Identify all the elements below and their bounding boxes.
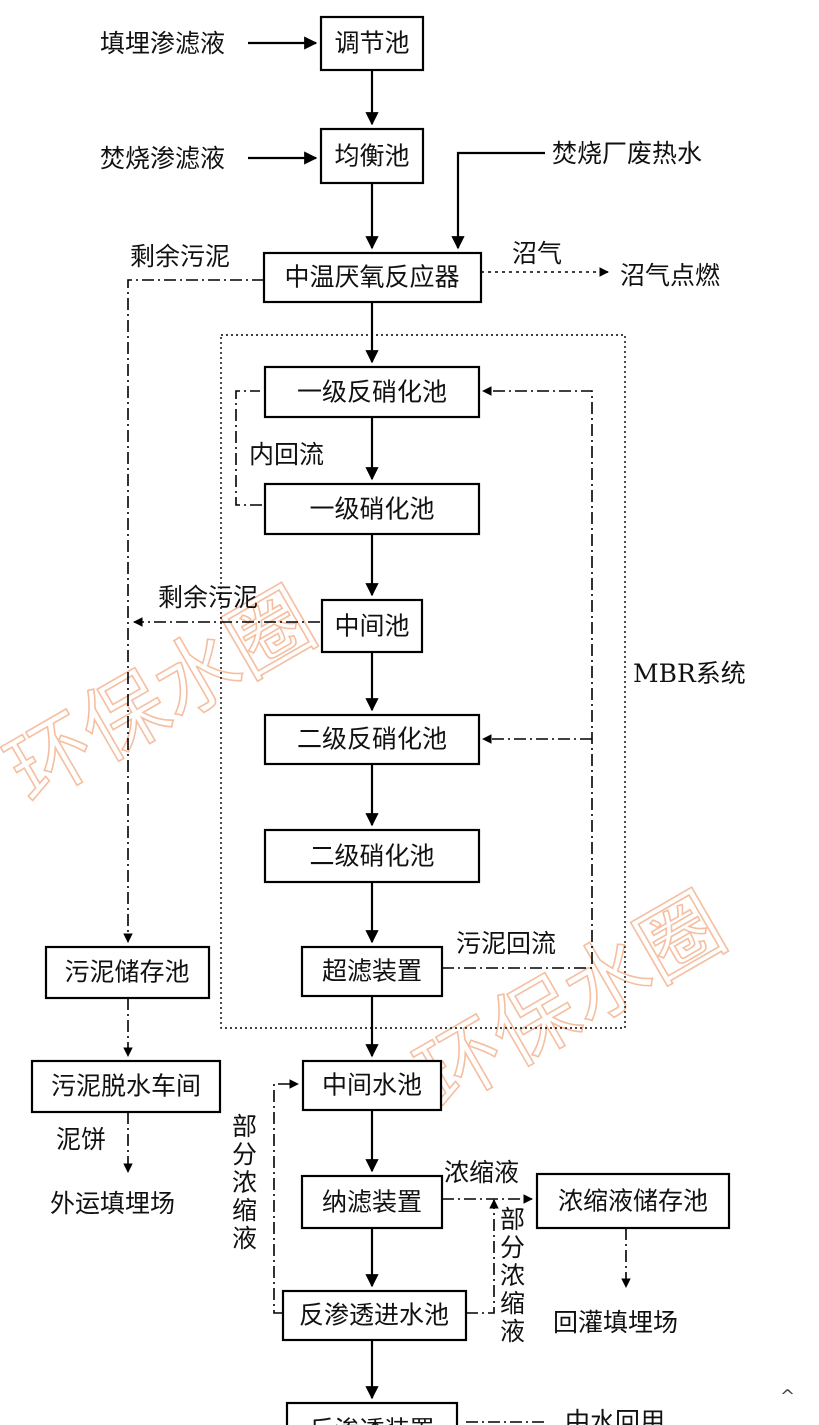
label-waste-heat-water: 焚烧厂废热水 xyxy=(552,139,702,168)
label-biogas-combustion: 沼气点燃 xyxy=(620,261,720,290)
label-biogas: 沼气 xyxy=(512,239,562,268)
label-internal-reflux: 内回流 xyxy=(249,440,324,469)
dashed-flow-lines xyxy=(123,279,631,1423)
label-sludge-reflux: 污泥回流 xyxy=(456,929,556,958)
intermediate-tank-label: 中间池 xyxy=(334,612,409,641)
nanofiltration-unit: 纳滤装置 xyxy=(300,1174,444,1230)
label-partial-concentrate-left: 部分浓缩液 xyxy=(232,1112,257,1253)
label-reclaimed-water: 中水回用 xyxy=(565,1407,665,1425)
denitrification-tank-1: 一级反硝化池 xyxy=(263,365,481,419)
concentrate-storage-tank-label: 浓缩液储存池 xyxy=(558,1187,708,1216)
anaerobic-reactor: 中温厌氧反应器 xyxy=(262,251,483,304)
watermark-text-2: 环保水圈 xyxy=(401,874,741,1127)
denitrification-tank-2: 二级反硝化池 xyxy=(263,713,481,766)
label-recharge-landfill: 回灌填埋场 xyxy=(553,1308,678,1337)
sludge-dewatering-workshop: 污泥脱水车间 xyxy=(30,1059,222,1114)
label-landfill-leachate: 填埋渗滤液 xyxy=(100,29,225,58)
concentrate-storage-tank: 浓缩液储存池 xyxy=(535,1172,731,1230)
ultrafiltration-unit-label: 超滤装置 xyxy=(322,957,422,986)
intermediate-water-tank-label: 中间水池 xyxy=(322,1071,422,1100)
ro-inlet-tank-label: 反渗透进水池 xyxy=(299,1301,449,1330)
vertical-label-char: 液 xyxy=(232,1224,257,1253)
ro-unit: 反渗透装置 xyxy=(285,1401,459,1425)
sludge-dewatering-workshop-label: 污泥脱水车间 xyxy=(51,1072,201,1101)
label-incineration-leachate: 焚烧渗滤液 xyxy=(100,144,225,173)
vertical-label-char: 缩 xyxy=(232,1196,257,1225)
mbr-system-boundary xyxy=(220,334,626,1029)
denitrification-tank-2-label: 二级反硝化池 xyxy=(297,725,447,754)
intermediate-water-tank: 中间水池 xyxy=(301,1059,443,1112)
label-excess-sludge-2: 剩余污泥 xyxy=(158,583,258,612)
nitrification-tank-2-label: 二级硝化池 xyxy=(309,842,434,871)
label-partial-concentrate-right: 部分浓缩液 xyxy=(500,1205,525,1346)
main-flow-lines xyxy=(248,36,545,1400)
sludge-storage-tank: 污泥储存池 xyxy=(44,945,211,1000)
tank-tiaojie: 调节池 xyxy=(319,15,425,72)
label-landfill-transport: 外运填埋场 xyxy=(50,1189,175,1218)
nitrification-tank-1: 一级硝化池 xyxy=(263,482,481,536)
label-excess-sludge-1: 剩余污泥 xyxy=(130,242,230,271)
denitrification-tank-1-label: 一级反硝化池 xyxy=(297,378,447,407)
label-mbr-system: MBR系统 xyxy=(633,659,746,688)
vertical-label-char: 分 xyxy=(500,1233,525,1262)
scroll-caret-icon[interactable]: ^ xyxy=(780,1386,795,1407)
vertical-label-char: 部 xyxy=(232,1112,257,1141)
vertical-label-char: 浓 xyxy=(500,1261,525,1290)
intermediate-tank: 中间池 xyxy=(320,598,424,654)
sludge-storage-tank-label: 污泥储存池 xyxy=(64,958,189,987)
vertical-label-char: 液 xyxy=(500,1317,525,1346)
label-concentrate: 浓缩液 xyxy=(444,1158,519,1187)
tank-junheng: 均衡池 xyxy=(319,127,425,185)
vertical-label-char: 浓 xyxy=(232,1168,257,1197)
vertical-label-char: 缩 xyxy=(500,1289,525,1318)
vertical-label-char: 分 xyxy=(232,1140,257,1169)
tank-tiaojie-label: 调节池 xyxy=(334,29,409,58)
watermark: 环保水圈 xyxy=(400,874,742,1128)
nitrification-tank-2: 二级硝化池 xyxy=(263,828,481,884)
ultrafiltration-unit: 超滤装置 xyxy=(300,945,444,998)
label-sludge-cake: 泥饼 xyxy=(56,1125,106,1154)
tank-junheng-label: 均衡池 xyxy=(334,142,409,171)
vertical-label-char: 部 xyxy=(500,1205,525,1234)
nanofiltration-unit-label: 纳滤装置 xyxy=(322,1188,422,1217)
ro-inlet-tank: 反渗透进水池 xyxy=(281,1289,468,1342)
anaerobic-reactor-label: 中温厌氧反应器 xyxy=(284,263,459,292)
nitrification-tank-1-label: 一级硝化池 xyxy=(309,495,434,524)
ro-unit-label: 反渗透装置 xyxy=(309,1416,434,1425)
